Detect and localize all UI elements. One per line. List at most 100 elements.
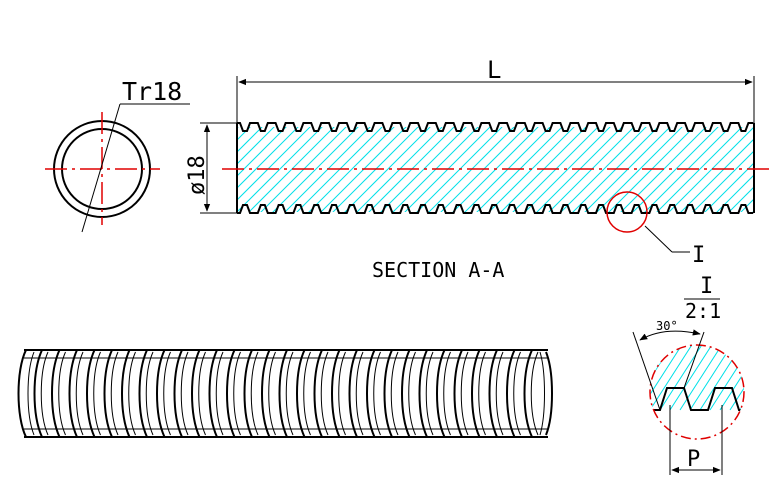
thread-crest (243, 349, 253, 438)
hatch-line (500, 127, 587, 212)
hatch-line (632, 127, 719, 212)
thread-root (320, 351, 329, 436)
hatch-line (762, 120, 783, 215)
angle-flank-left (632, 331, 661, 411)
external-left-end (17, 349, 27, 438)
hatch-line (476, 127, 563, 212)
detail-marker-label: I (692, 243, 705, 268)
thread-crest (418, 349, 428, 438)
detail-hatch-line (650, 345, 686, 411)
hatch-line (560, 127, 647, 212)
thread-root (338, 351, 346, 436)
thread-crest (226, 349, 236, 438)
hatch-line (596, 127, 683, 212)
detail-view: I 2:1 30° P (600, 274, 783, 475)
detail-hatch-line (600, 340, 645, 410)
detail-title: I (700, 274, 713, 299)
thread-crest (121, 349, 131, 438)
hatch-line (237, 127, 251, 141)
thread-crest (296, 349, 306, 438)
external-right-end (545, 351, 553, 436)
hatch-line (332, 127, 419, 212)
detail-hatch-line (650, 345, 666, 411)
hatch-line (668, 127, 754, 212)
hatch-line (644, 127, 731, 212)
external-thread-crests (33, 349, 539, 438)
hatch-line (237, 127, 287, 177)
thread-root (355, 351, 364, 436)
thread-crest (523, 349, 533, 438)
detail-hatch-line (669, 345, 716, 411)
detail-hatch-line (709, 345, 744, 411)
hatch-line (572, 127, 659, 212)
thread-root (268, 351, 276, 436)
hatch-line (237, 127, 275, 165)
thread-root (215, 351, 224, 436)
hatch-line (680, 138, 754, 212)
detail-hatch-line (699, 345, 744, 411)
detail-hatch-line (760, 340, 783, 410)
hatch-line (584, 127, 671, 212)
hatch-line (237, 127, 263, 153)
thread-crest (471, 349, 481, 438)
thread-root (285, 351, 294, 436)
hatch-line (284, 127, 371, 212)
thread-root (128, 351, 136, 436)
detail-boundary-circle (649, 344, 745, 440)
hatch-line (272, 127, 359, 212)
thread-spec-label: Tr18 (122, 77, 182, 106)
detail-hatch-line (739, 345, 744, 411)
detail-scale: 2:1 (685, 299, 721, 323)
thread-root (408, 351, 416, 436)
hatch-line (320, 127, 407, 212)
thread-crest (103, 349, 113, 438)
thread-crest (208, 349, 218, 438)
thread-root (198, 351, 206, 436)
section-bottom-profile (237, 204, 754, 214)
thread-crest (33, 349, 43, 438)
thread-root (425, 351, 434, 436)
thread-root (40, 351, 49, 436)
thread-crest (51, 349, 61, 438)
thread-root (233, 351, 241, 436)
detail-marker-circle (606, 191, 648, 233)
thread-root (478, 351, 486, 436)
thread-root (513, 351, 521, 436)
thread-crest (488, 349, 498, 438)
detail-hatch-line (770, 340, 783, 410)
external-left-chamfer (27, 351, 35, 436)
external-view (17, 349, 553, 438)
thread-crest (313, 349, 323, 438)
thread-root (495, 351, 504, 436)
thread-root (163, 351, 171, 436)
thread-root (58, 351, 66, 436)
thread-root (303, 351, 311, 436)
detail-hatch-line (750, 340, 783, 410)
hatch-line (260, 127, 347, 212)
section-hatch (237, 120, 783, 215)
hatch-line (716, 174, 754, 212)
hatch-line (248, 127, 335, 212)
thread-crest (383, 349, 393, 438)
hatch-line (524, 127, 611, 212)
detail-hatch-line (650, 345, 696, 411)
hatch-line (237, 127, 323, 212)
length-label: L (487, 56, 501, 84)
thread-crest (278, 349, 288, 438)
hatch-line (344, 127, 431, 212)
hatch-line (608, 127, 695, 212)
thread-root (180, 351, 189, 436)
detail-hatch-line (659, 345, 706, 411)
angle-label: 30° (656, 319, 678, 333)
hatch-line (428, 127, 515, 212)
hatch-line (308, 127, 395, 212)
end-view: Tr18 (45, 77, 190, 233)
hatch-line (774, 120, 783, 215)
pitch-label: P (687, 447, 700, 472)
thread-crest (506, 349, 516, 438)
hatch-line (704, 162, 754, 212)
hatch-line (380, 127, 467, 212)
hatch-line (512, 127, 599, 212)
thread-crest (191, 349, 201, 438)
